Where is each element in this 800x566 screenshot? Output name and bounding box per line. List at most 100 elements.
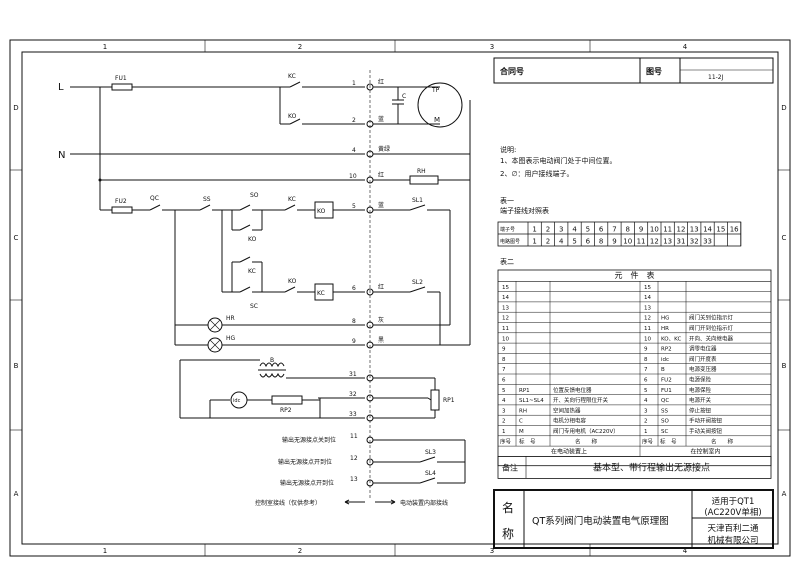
label-ko-mid: KO xyxy=(288,278,297,285)
table1-terminal-cell: 6 xyxy=(599,226,604,234)
label-m: M xyxy=(434,116,440,124)
label-dev-inner: 电动装置内部接线 xyxy=(400,499,448,507)
table2-head-no: 序号 xyxy=(500,437,512,445)
component-row-symbol: SC xyxy=(661,429,668,435)
label-hg: HG xyxy=(226,335,236,342)
wire-red-1: 红 xyxy=(378,78,384,86)
label-L: L xyxy=(58,82,64,93)
label-sl3: SL3 xyxy=(425,449,436,456)
zone-row-a-right: A xyxy=(782,490,787,498)
component-row-number: 15 xyxy=(502,285,509,291)
component-row-symbol: M xyxy=(519,429,524,435)
component-row-name: 空间加热器 xyxy=(553,406,581,414)
wire-red-6: 红 xyxy=(378,283,384,291)
component-row-name: 开、关向行程限位开关 xyxy=(553,396,609,404)
table1-circuit-cell: 6 xyxy=(586,238,591,246)
component-row-number: 8 xyxy=(644,357,648,363)
component-row-symbol: KO、KC xyxy=(661,336,681,342)
transformer-b xyxy=(259,362,285,378)
title-name-char2: 称 xyxy=(502,527,514,541)
term-2: 2 xyxy=(352,117,356,124)
component-row-number: 3 xyxy=(644,408,648,414)
remark-text: 基本型、带行程输出无源接点 xyxy=(593,461,710,473)
zone-row-c-left: C xyxy=(14,234,19,242)
label-kc-hold: KC xyxy=(248,268,256,275)
table1-circuit-cell: 1 xyxy=(532,238,536,246)
table2-caption: 元 件 表 xyxy=(615,270,655,280)
apply-line2: (AC220V单相) xyxy=(704,507,761,518)
component-row-number: 8 xyxy=(502,357,506,363)
label-sc: SC xyxy=(250,303,258,310)
component-row-name: 电机分相电容 xyxy=(553,417,587,425)
table1-terminal-cell: 11 xyxy=(663,226,672,234)
notes-title: 说明: xyxy=(500,145,516,154)
table2-group-left: 在电动装置上 xyxy=(551,448,587,456)
label-c: C xyxy=(402,93,406,100)
label-tp: TP xyxy=(431,87,440,94)
label-sl4: SL4 xyxy=(425,470,436,477)
component-row-number: 7 xyxy=(644,367,648,373)
table1-circuit-cell: 32 xyxy=(690,238,699,246)
label-kc-top: KC xyxy=(288,73,296,80)
component-row-number: 6 xyxy=(502,378,506,384)
company-line1: 天津百利二通 xyxy=(707,523,759,534)
term-5: 5 xyxy=(352,203,356,210)
label-kc-coil: KC xyxy=(317,290,325,297)
pot-rp1 xyxy=(430,389,440,411)
zone-col-2-bot: 2 xyxy=(298,547,302,555)
table2-head-no: 序号 xyxy=(642,437,654,445)
component-row-number: 7 xyxy=(502,367,506,373)
component-row-name: 电源变压器 xyxy=(689,365,717,373)
table2-head-sym: 标 号 xyxy=(519,437,536,445)
table1-circuit-cell: 13 xyxy=(663,238,672,246)
label-rp1: RP1 xyxy=(443,397,455,404)
label-out-open: 输出无源接点开到位 xyxy=(280,479,334,487)
fuse-fu2 xyxy=(111,206,133,214)
component-row-name: 调零电位器 xyxy=(689,345,717,353)
zone-row-b-left: B xyxy=(14,362,19,370)
component-row-symbol: FU2 xyxy=(661,378,672,384)
table1-circuit-cell: 31 xyxy=(676,238,685,246)
component-row-symbol: HR xyxy=(661,326,669,332)
label-kc-mid: KC xyxy=(288,196,296,203)
table1-terminal-cell: 7 xyxy=(612,226,616,234)
label-ss: SS xyxy=(203,196,211,203)
component-row-symbol: RP1 xyxy=(519,388,530,394)
table1-terminal-cell: 4 xyxy=(572,226,577,234)
component-row-symbol: RH xyxy=(519,408,527,414)
table1-terminal-cell: 2 xyxy=(546,226,550,234)
component-row-number: 11 xyxy=(502,326,509,332)
drawing-no: 11-2J xyxy=(708,74,724,81)
table1-terminal-cell: 15 xyxy=(716,226,725,234)
table1-circuit-cell: 5 xyxy=(572,238,576,246)
table1-circuit-cell: 9 xyxy=(612,238,616,246)
notes-line1: 1、本图表示电动阀门处于中间位置。 xyxy=(500,156,616,165)
label-qc: QC xyxy=(150,195,159,202)
outer-border xyxy=(9,39,791,557)
component-row-symbol: SL1~SL4 xyxy=(519,398,544,404)
label-rp2: RP2 xyxy=(280,407,292,414)
component-row-number: 10 xyxy=(644,336,651,342)
label-ko-coil: KO xyxy=(317,208,326,215)
component-row-number: 5 xyxy=(644,388,648,394)
table1-circuit-cell: 33 xyxy=(703,238,712,246)
zone-col-3-top: 3 xyxy=(490,43,494,51)
component-row-symbol: B xyxy=(661,367,665,373)
label-out-open-close: 输出无源接点开到位 xyxy=(278,458,332,466)
table1-circuit-cell: 10 xyxy=(623,238,632,246)
heater-rh xyxy=(409,175,439,185)
table2-group-right: 在控制室内 xyxy=(690,448,720,456)
title-name-char1: 名 xyxy=(502,500,514,515)
label-rh: RH xyxy=(417,168,426,175)
term-8: 8 xyxy=(352,318,356,325)
component-row-name: 阀门专用电机（AC220V） xyxy=(553,427,619,435)
component-row-name: 阀门关到位指示灯 xyxy=(689,314,734,322)
label-ctrl-room: 控制室接线（仅供参考） xyxy=(255,499,321,507)
component-row-name: 电源开关 xyxy=(689,396,712,404)
component-row-number: 1 xyxy=(502,429,506,435)
table1-circuit-cell: 11 xyxy=(637,238,646,246)
component-row-number: 3 xyxy=(502,408,506,414)
component-row-symbol: SO xyxy=(661,419,669,425)
term-1: 1 xyxy=(352,80,356,87)
